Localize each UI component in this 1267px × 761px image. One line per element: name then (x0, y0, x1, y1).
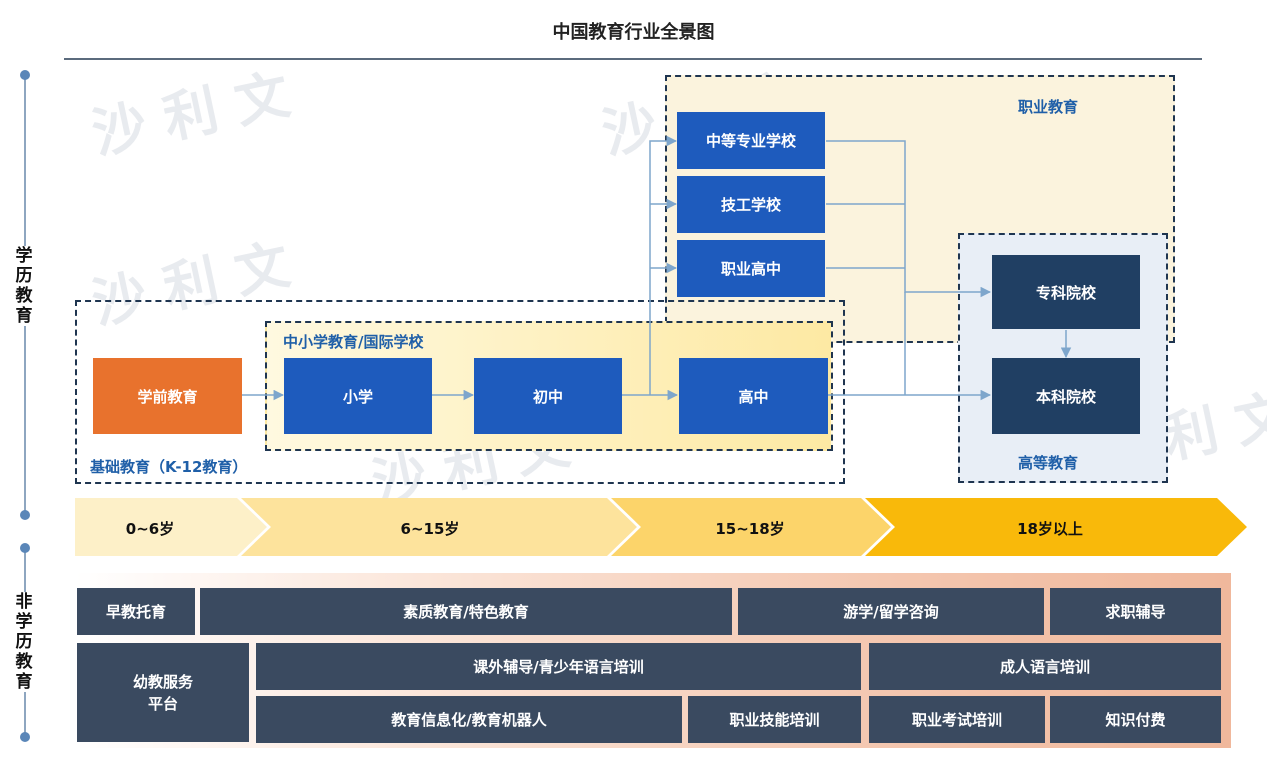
age-15-18-label: 15~18岁 (715, 520, 785, 538)
junior-college-node: 专科院校 (992, 255, 1140, 329)
edu-informatization-tag: 教育信息化/教育机器人 (256, 696, 682, 743)
axis-dot (20, 70, 30, 80)
title-divider (64, 58, 1202, 60)
junior-high-node: 初中 (474, 358, 622, 434)
tutoring-tag: 课外辅导/青少年语言培训 (256, 643, 861, 690)
early-childcare-tag: 早教托育 (77, 588, 195, 635)
quality-education-tag: 素质教育/特色教育 (200, 588, 732, 635)
axis-dot (20, 732, 30, 742)
preschool-service-platform-tag: 幼教服务 平台 (77, 643, 249, 742)
job-coaching-tag: 求职辅导 (1050, 588, 1221, 635)
k12-label: 中小学教育/国际学校 (283, 333, 424, 351)
axis-dot (20, 510, 30, 520)
age-18-plus-label: 18岁以上 (1017, 520, 1083, 538)
timeline-segment (75, 498, 267, 556)
primary-school-node: 小学 (284, 358, 432, 434)
vocational-high-school-node: 职业高中 (677, 240, 825, 297)
timeline-segment (865, 498, 1247, 556)
vocational-skills-tag: 职业技能培训 (688, 696, 861, 743)
undergraduate-college-node: 本科院校 (992, 358, 1140, 434)
senior-high-node: 高中 (679, 358, 828, 434)
vocational-exam-tag: 职业考试培训 (869, 696, 1045, 743)
study-abroad-tag: 游学/留学咨询 (738, 588, 1044, 635)
age-timeline (75, 498, 1247, 556)
secondary-vocational-school-node: 中等专业学校 (677, 112, 825, 169)
connector-lines (242, 135, 1072, 401)
preschool-node: 学前教育 (93, 358, 242, 434)
academic-education-label: 学历教育 (4, 246, 44, 326)
age-6-15-label: 6~15岁 (400, 520, 460, 538)
basic-education-label: 基础教育（K-12教育） (90, 458, 248, 476)
non-academic-education-label: 非学历教育 (4, 592, 44, 692)
timeline-segment (611, 498, 891, 556)
higher-education-label: 高等教育 (1018, 454, 1079, 472)
paid-knowledge-tag: 知识付费 (1050, 696, 1221, 743)
timeline-segment (241, 498, 637, 556)
adult-language-tag: 成人语言培训 (869, 643, 1221, 690)
axis-dot (20, 543, 30, 553)
vocational-education-label: 职业教育 (1018, 98, 1079, 116)
age-0-6-label: 0~6岁 (125, 520, 175, 538)
page-title: 中国教育行业全景图 (552, 22, 715, 43)
technical-school-node: 技工学校 (677, 176, 825, 233)
basic-education-region (75, 300, 845, 484)
